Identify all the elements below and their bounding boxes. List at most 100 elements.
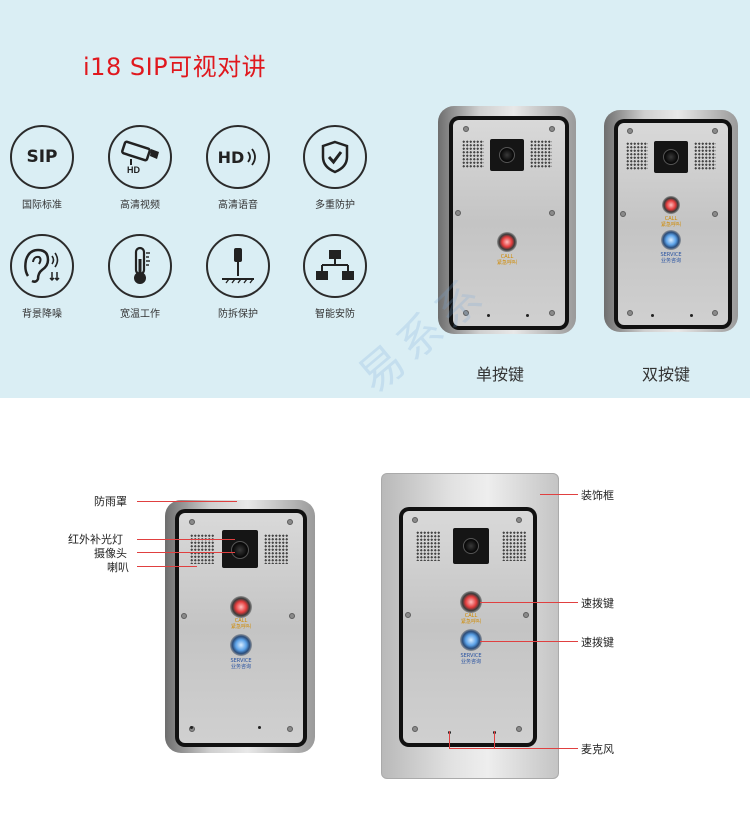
call-button-label: CALL 紧急呼叫 xyxy=(487,254,527,266)
microphone-hole xyxy=(190,726,193,729)
sip-icon-text: SIP xyxy=(26,147,58,167)
screw xyxy=(463,126,469,132)
call-sub-label: 紧急呼叫 xyxy=(460,619,481,625)
call-label: CALL xyxy=(464,613,478,619)
call-sub-label: 紧急呼叫 xyxy=(660,222,681,228)
screw xyxy=(181,613,187,619)
hd-voice-icon-text: HD xyxy=(217,147,245,167)
screw xyxy=(287,726,293,732)
screw xyxy=(455,210,461,216)
service-button[interactable] xyxy=(230,634,252,656)
speaker-grill xyxy=(694,142,716,170)
feature-hd-video: HD 高清视频 xyxy=(100,125,180,211)
speaker-grill xyxy=(462,140,484,168)
screw xyxy=(712,128,718,134)
feature-noise: 背景降噪 xyxy=(2,234,82,320)
service-label: SERVICE xyxy=(660,252,682,258)
leader-line xyxy=(449,731,450,748)
device-annotated-left: CALL 紧急呼叫 SERVICE 业务咨询 xyxy=(165,500,315,753)
call-button[interactable] xyxy=(662,196,680,214)
call-button[interactable] xyxy=(460,591,482,613)
speaker-grill xyxy=(416,531,440,561)
hd-camera-icon: HD xyxy=(108,125,172,189)
camera xyxy=(453,528,489,564)
service-button[interactable] xyxy=(661,230,681,250)
screw xyxy=(523,612,529,618)
call-button[interactable] xyxy=(497,232,517,252)
service-sub-label: 业务咨询 xyxy=(660,258,681,264)
service-label: SERVICE xyxy=(230,658,252,664)
microphone-hole xyxy=(487,314,490,317)
feature-label: 防拆保护 xyxy=(218,309,258,320)
screw xyxy=(712,211,718,217)
screw xyxy=(516,517,522,523)
label-ir-light: 红外补光灯 xyxy=(68,533,123,546)
service-button[interactable] xyxy=(460,629,482,651)
service-sub-label: 业务咨询 xyxy=(460,659,481,665)
screw xyxy=(412,726,418,732)
screw xyxy=(620,211,626,217)
single-button-caption: 单按键 xyxy=(476,365,525,384)
call-label: CALL xyxy=(234,618,248,624)
feature-label: 宽温工作 xyxy=(120,309,160,320)
service-button-label: SERVICE 业务咨询 xyxy=(447,653,495,665)
feature-sip: SIP 国际标准 xyxy=(2,125,82,211)
device-double-button: CALL 紧急呼叫 SERVICE 业务咨询 xyxy=(604,110,738,332)
feature-hd-voice: HD 高清语音 xyxy=(198,125,278,211)
speaker-grill xyxy=(264,534,288,564)
call-button[interactable] xyxy=(230,596,252,618)
service-sub-label: 业务咨询 xyxy=(230,664,251,670)
hd-voice-icon: HD xyxy=(206,125,270,189)
microphone-hole xyxy=(651,314,654,317)
call-button-label: CALL 紧急呼叫 xyxy=(451,613,491,625)
screw xyxy=(289,613,295,619)
sip-icon: SIP xyxy=(10,125,74,189)
label-decorative-frame: 装饰框 xyxy=(581,489,614,502)
leader-line xyxy=(137,539,235,540)
microphone-hole xyxy=(690,314,693,317)
microphone-hole xyxy=(258,726,261,729)
double-button-caption: 双按键 xyxy=(642,365,691,384)
camera xyxy=(222,530,258,568)
leader-line xyxy=(137,566,197,567)
feature-temperature: 宽温工作 xyxy=(100,234,180,320)
label-speed-dial-1: 速拨键 xyxy=(581,597,614,610)
speaker-grill xyxy=(626,142,648,170)
screw xyxy=(549,126,555,132)
label-rain-cover: 防雨罩 xyxy=(94,495,127,508)
device-with-frame: CALL 紧急呼叫 SERVICE 业务咨询 xyxy=(381,473,559,779)
label-camera: 摄像头 xyxy=(94,547,127,560)
ear-icon xyxy=(10,234,74,298)
screw xyxy=(516,726,522,732)
service-button-label: SERVICE 业务咨询 xyxy=(648,252,694,264)
camera-lens xyxy=(499,147,515,163)
network-icon xyxy=(303,234,367,298)
leader-line xyxy=(480,602,578,603)
label-microphone: 麦克风 xyxy=(581,743,614,756)
leader-line xyxy=(137,501,237,502)
camera xyxy=(490,139,524,171)
screw xyxy=(412,517,418,523)
svg-text:HD: HD xyxy=(127,165,140,175)
microphone-hole xyxy=(526,314,529,317)
call-sub-label: 紧急呼叫 xyxy=(230,624,251,630)
speaker-grill xyxy=(530,140,552,168)
leader-line xyxy=(449,748,578,749)
screw xyxy=(405,612,411,618)
label-speaker: 喇叭 xyxy=(107,561,129,574)
thermometer-icon xyxy=(108,234,172,298)
feature-label: 高清视频 xyxy=(120,200,160,211)
feature-label: 高清语音 xyxy=(218,200,258,211)
service-button-label: SERVICE 业务咨询 xyxy=(217,658,265,670)
screwdriver-icon xyxy=(206,234,270,298)
label-speed-dial-2: 速拨键 xyxy=(581,636,614,649)
feature-label: 背景降噪 xyxy=(22,309,62,320)
screw xyxy=(189,519,195,525)
camera-lens xyxy=(231,541,249,559)
screw xyxy=(549,210,555,216)
screw xyxy=(712,310,718,316)
leader-line xyxy=(494,731,495,748)
service-label: SERVICE xyxy=(460,653,482,659)
leader-line xyxy=(540,494,578,495)
feature-label: 国际标准 xyxy=(22,200,62,211)
